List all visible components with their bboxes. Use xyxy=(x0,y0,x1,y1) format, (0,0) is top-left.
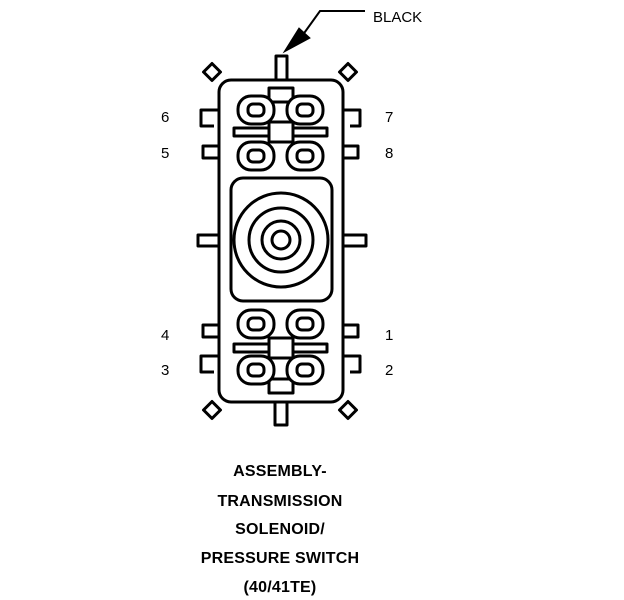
corner-tab-top-right xyxy=(338,62,358,82)
pin-contact-4 xyxy=(246,316,266,332)
pin-label-3: 3 xyxy=(161,362,169,379)
pin-label-6: 6 xyxy=(161,109,169,126)
bottom-stub xyxy=(273,399,289,427)
cavity-latch-bottom xyxy=(267,377,295,395)
pin-terminal-5 xyxy=(201,144,222,160)
pin-terminal-1 xyxy=(342,323,360,339)
pin-label-4: 4 xyxy=(161,327,169,344)
cavity-latch-lower-mid xyxy=(267,336,295,360)
corner-tab-top-left xyxy=(202,62,222,82)
pressure-port-center xyxy=(270,229,292,251)
pin-contact-7 xyxy=(295,102,315,118)
pin-label-8: 8 xyxy=(385,145,393,162)
caption-line-3: SOLENOID/ xyxy=(235,521,325,538)
corner-tab-bottom-left xyxy=(202,400,222,420)
cavity-latch-upper-mid xyxy=(267,120,295,144)
pin-contact-3 xyxy=(246,362,266,378)
cavity-latch-top xyxy=(267,86,295,104)
caption-line-1: ASSEMBLY- xyxy=(233,463,327,480)
pin-label-2: 2 xyxy=(385,362,393,379)
side-stub-right xyxy=(340,233,368,248)
pin-terminal-4 xyxy=(201,323,222,339)
pin-terminal-8 xyxy=(342,144,360,160)
pin-label-7: 7 xyxy=(385,109,393,126)
wire-leader-line xyxy=(296,10,365,44)
caption-line-2: TRANSMISSION xyxy=(217,493,343,510)
pin-contact-5 xyxy=(246,148,266,164)
pin-contact-1 xyxy=(295,316,315,332)
wire-color-label: BLACK xyxy=(373,9,422,26)
pin-terminal-2 xyxy=(342,354,362,374)
corner-tab-bottom-right xyxy=(338,400,358,420)
caption-line-4: PRESSURE SWITCH xyxy=(200,550,360,567)
wire-stub-top xyxy=(274,54,289,84)
pin-label-1: 1 xyxy=(385,327,393,344)
pin-label-5: 5 xyxy=(161,145,169,162)
pin-terminal-3 xyxy=(199,354,222,374)
pin-contact-2 xyxy=(295,362,315,378)
wire-arrowhead xyxy=(282,27,311,54)
pin-terminal-6 xyxy=(199,108,222,128)
pin-contact-8 xyxy=(295,148,315,164)
pin-terminal-7 xyxy=(342,108,362,128)
pin-contact-6 xyxy=(246,102,266,118)
caption-line-5: (40/41TE) xyxy=(243,579,317,596)
